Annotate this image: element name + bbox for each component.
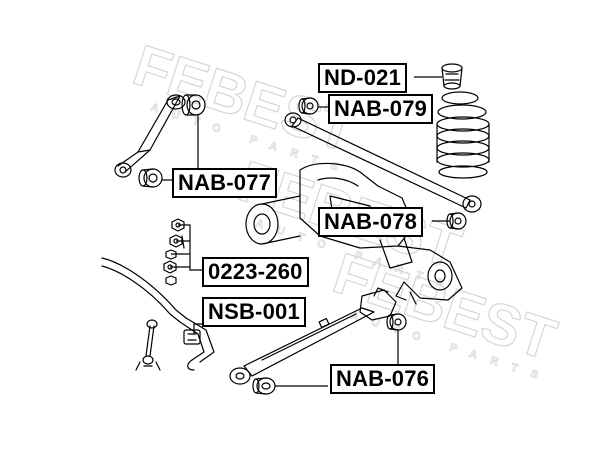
callout-nab-079: NAB-079 bbox=[328, 94, 434, 124]
coil-spring bbox=[436, 91, 490, 179]
bump-stop-nd021 bbox=[441, 63, 463, 90]
callout-0223-260: 0223-260 bbox=[202, 257, 309, 287]
leader-nsb001 bbox=[193, 323, 202, 334]
stabilizer-link bbox=[135, 319, 161, 371]
stabilizer-bar bbox=[101, 257, 215, 371]
callout-nab-077: NAB-077 bbox=[172, 168, 278, 198]
nuts-0223260 bbox=[163, 218, 185, 286]
upper-trailing-rod bbox=[284, 112, 482, 213]
upper-left-arm bbox=[114, 94, 186, 178]
leader-0223260 bbox=[170, 224, 202, 271]
parts-drawing bbox=[101, 63, 490, 395]
callout-nab-078: NAB-078 bbox=[318, 207, 424, 237]
bushing-nab076-front bbox=[386, 313, 407, 331]
lower-arm bbox=[229, 287, 397, 385]
callout-nab-076: NAB-076 bbox=[330, 364, 436, 394]
bushing-nab077-lower bbox=[138, 168, 163, 188]
callout-nd-021: ND-021 bbox=[318, 63, 408, 93]
bushing-nab076-rear bbox=[252, 377, 276, 395]
callout-nsb-001: NSB-001 bbox=[202, 297, 306, 327]
bushing-nab079 bbox=[298, 97, 319, 115]
bushing-nab077-upper bbox=[181, 94, 206, 116]
